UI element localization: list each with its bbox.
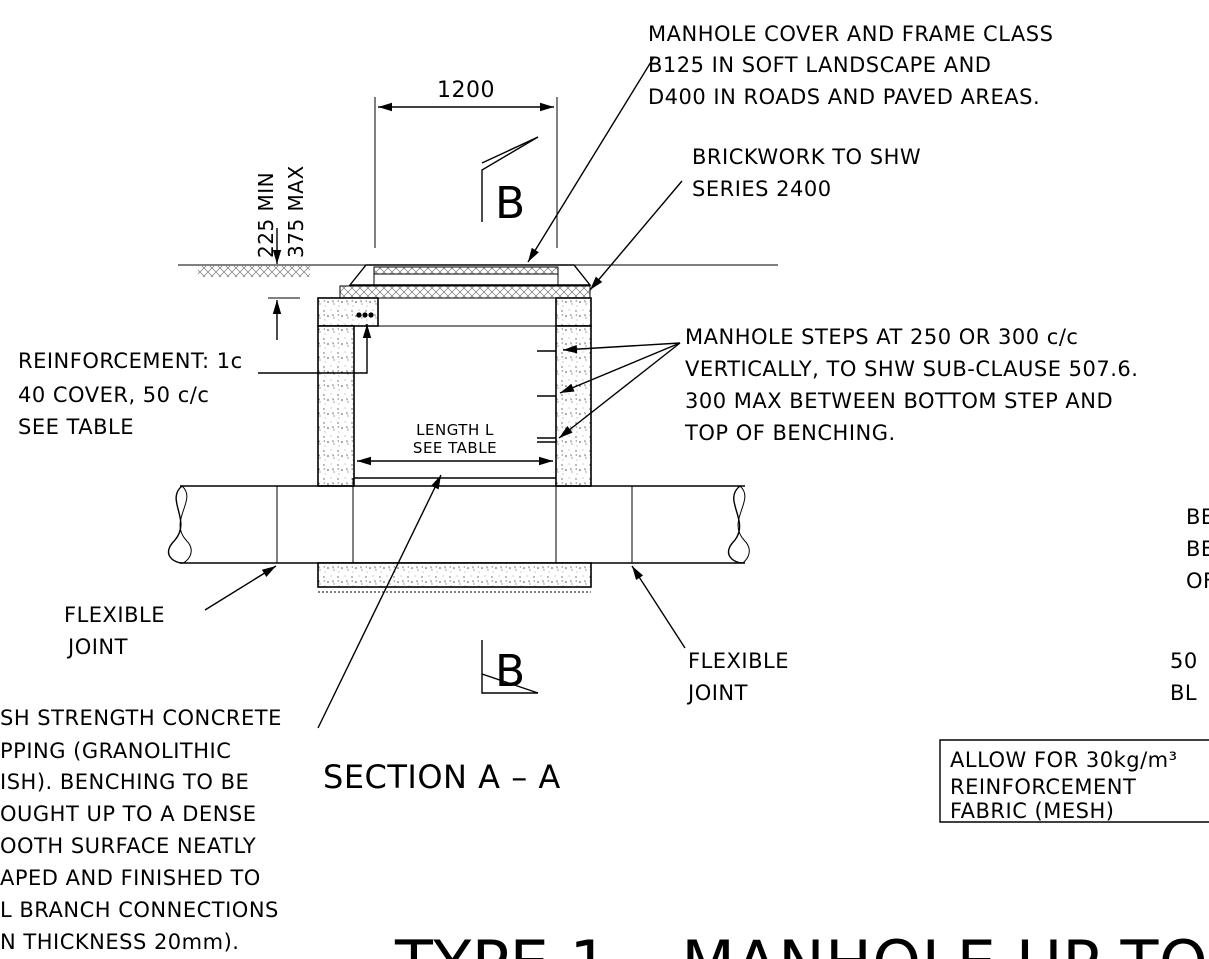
benching-line-2: PPING (GRANOLITHIC (0, 739, 231, 763)
brickwork-note-line-1: BRICKWORK TO SHW (692, 145, 921, 169)
joint-left-line-2: JOINT (66, 635, 128, 659)
benching-line-3: ISH). BENCHING TO BE (0, 770, 249, 794)
right-cut-line-5: BL (1170, 681, 1197, 705)
manhole-cover (339, 264, 592, 299)
joint-right-note: FLEXIBLE JOINT (686, 649, 789, 705)
benching-note: SH STRENGTH CONCRETE PPING (GRANOLITHIC … (0, 706, 282, 954)
main-title: TYPE 1 – MANHOLE UP TO 1.5 (394, 927, 1209, 959)
cover-note: MANHOLE COVER AND FRAME CLASS B125 IN SO… (648, 22, 1053, 109)
joint-left-line-1: FLEXIBLE (64, 603, 165, 627)
benching-line-4: OUGHT UP TO A DENSE (0, 802, 257, 826)
base-slab (317, 562, 592, 593)
length-l-label: LENGTH L (416, 421, 494, 439)
benching-line-6: APED AND FINISHED TO (0, 866, 261, 890)
reinforcement-note-line-1: REINFORCEMENT: 1c (18, 349, 243, 373)
allow-box-line-1: ALLOW FOR 30kg/m³ (950, 748, 1178, 772)
depth-max-label: 375 MAX (284, 165, 308, 258)
section-marker-top-label: B (495, 178, 526, 229)
joint-left-note: FLEXIBLE JOINT (64, 603, 165, 659)
steps-note-line-1: MANHOLE STEPS AT 250 OR 300 c/c (685, 325, 1078, 349)
right-cut-note: BE BE OF 50 BL (1170, 505, 1209, 705)
allow-box-line-3: FABRIC (MESH) (950, 799, 1114, 823)
section-marker-top: B (481, 136, 539, 229)
brickwork-note: BRICKWORK TO SHW SERIES 2400 (692, 145, 921, 201)
right-cut-line-2: BE (1186, 537, 1209, 561)
depth-dimension: 225 MIN 375 MAX (254, 165, 308, 340)
benching-line-1: SH STRENGTH CONCRETE (0, 706, 282, 730)
section-marker-bottom-label: B (495, 646, 526, 697)
steps-note-line-4: TOP OF BENCHING. (684, 421, 896, 445)
joint-right-line-2: JOINT (686, 681, 748, 705)
leaders (204, 56, 686, 729)
reinforcement-note-line-3: SEE TABLE (18, 415, 134, 439)
joint-right-line-1: FLEXIBLE (688, 649, 789, 673)
steps-note: MANHOLE STEPS AT 250 OR 300 c/c VERTICAL… (684, 325, 1138, 445)
section-marker-bottom: B (481, 640, 539, 697)
allow-box-line-2: REINFORCEMENT (950, 775, 1136, 799)
chamber (317, 297, 592, 487)
steps-note-line-2: VERTICALLY, TO SHW SUB-CLAUSE 507.6. (685, 357, 1138, 381)
right-cut-line-4: 50 (1170, 649, 1198, 673)
benching-line-5: OOTH SURFACE NEATLY (0, 834, 256, 858)
reinforcement-note: REINFORCEMENT: 1c 40 COVER, 50 c/c SEE T… (18, 349, 243, 439)
steps-note-line-3: 300 MAX BETWEEN BOTTOM STEP AND (685, 389, 1113, 413)
depth-min-label: 225 MIN (254, 172, 278, 258)
manhole-steps (537, 350, 556, 443)
length-l-sublabel: SEE TABLE (413, 439, 497, 457)
section-title: SECTION A – A (323, 758, 561, 796)
benching-line-8: N THICKNESS 20mm). (0, 930, 239, 954)
cover-note-line-1: MANHOLE COVER AND FRAME CLASS (648, 22, 1053, 46)
brickwork-note-line-2: SERIES 2400 (692, 177, 832, 201)
right-cut-line-3: OF (1186, 569, 1209, 593)
pipe (168, 477, 750, 564)
dimension-1200: 1200 (374, 78, 558, 248)
length-dimension: LENGTH L SEE TABLE (357, 421, 553, 466)
dimension-1200-label: 1200 (437, 78, 495, 103)
reinforcement-note-line-2: 40 COVER, 50 c/c (18, 383, 209, 407)
allow-box: ALLOW FOR 30kg/m³ REINFORCEMENT FABRIC (… (939, 739, 1209, 823)
right-cut-line-1: BE (1186, 505, 1209, 529)
cover-note-line-3: D400 IN ROADS AND PAVED AREAS. (648, 85, 1040, 109)
cover-note-line-2: B125 IN SOFT LANDSCAPE AND (648, 53, 991, 77)
benching-line-7: L BRANCH CONNECTIONS (0, 898, 279, 922)
